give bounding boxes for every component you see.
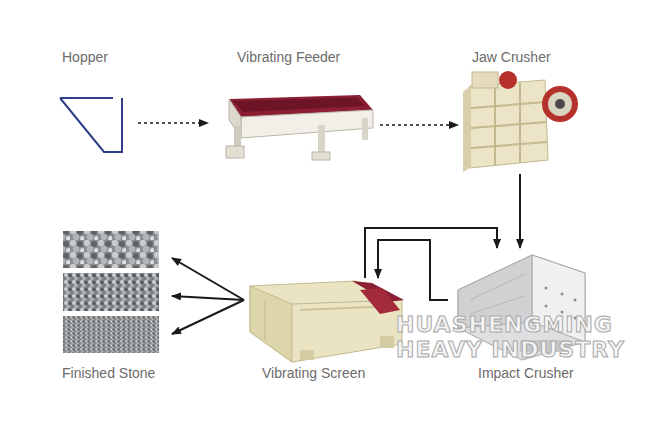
flow-line xyxy=(378,240,448,300)
watermark-text: HEAVY INDUSTRY xyxy=(396,337,625,362)
stone-samples xyxy=(63,231,159,353)
equipment-node: Vibrating Screen xyxy=(244,278,406,384)
equipment-label: Vibrating Screen xyxy=(262,364,365,382)
flow-arrow xyxy=(378,240,448,300)
feeder-picture xyxy=(226,95,373,160)
equipment-node: Vibrating Feeder xyxy=(208,46,380,162)
equipment-label: Hopper xyxy=(62,48,108,66)
equipment-node: Jaw Crusher xyxy=(458,46,582,174)
watermark-text: HUASHENGMING xyxy=(396,312,613,337)
jaw-crusher-picture xyxy=(463,71,578,172)
vibrating-screen-picture xyxy=(250,281,404,362)
flow-line xyxy=(519,174,521,248)
equipment-label: Impact Crusher xyxy=(478,364,574,382)
equipment-label: Finished Stone xyxy=(62,364,155,382)
flow-arrow xyxy=(520,174,521,248)
equipment-node: Hopper xyxy=(48,46,138,158)
flow-arrow xyxy=(172,258,244,334)
flow-line xyxy=(380,124,458,126)
flow-arrow xyxy=(380,125,458,126)
watermark: HUASHENGMING xyxy=(396,312,613,337)
equipment-label: Jaw Crusher xyxy=(472,48,551,66)
equipment-label: Vibrating Feeder xyxy=(237,48,340,66)
flow-line xyxy=(172,300,244,334)
equipment-node: Finished Stone xyxy=(56,226,172,384)
flow-arrow xyxy=(138,123,208,124)
flow-line xyxy=(138,122,208,124)
watermark: HEAVY INDUSTRY xyxy=(396,337,625,362)
flow-line xyxy=(172,258,244,300)
hopper-symbol xyxy=(60,98,122,152)
flow-line xyxy=(172,296,244,300)
